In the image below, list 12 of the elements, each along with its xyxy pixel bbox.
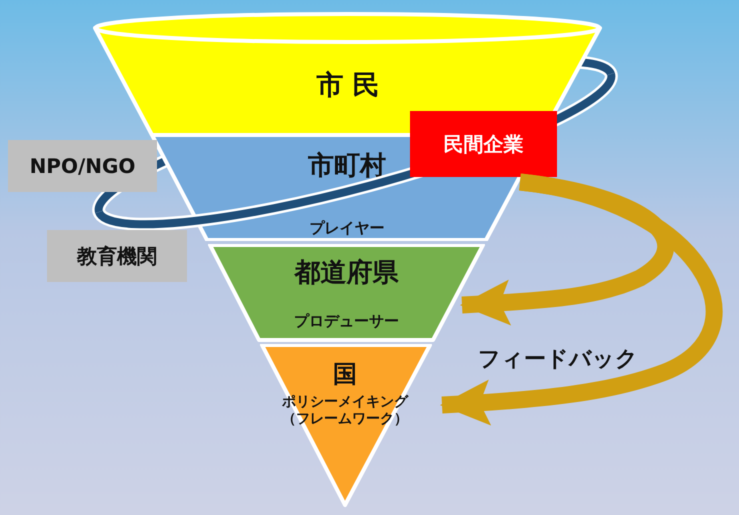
role-text: プレイヤー [308,219,386,237]
organization-box: 民間企業 [410,111,557,177]
level-title: 市町村 [307,151,387,182]
organization-box: 教育機関 [47,230,187,282]
feedback-arrow [440,174,723,426]
level-title: 都道府県 [293,258,400,290]
role-text: プロデューサー [293,312,400,330]
level-title: 市 民 [315,70,381,102]
level-title: 国 [332,360,358,389]
feedback-label: フィードバック [478,346,638,374]
organization-box: NPO/NGO [8,140,157,192]
feedback-arrow [460,174,674,326]
